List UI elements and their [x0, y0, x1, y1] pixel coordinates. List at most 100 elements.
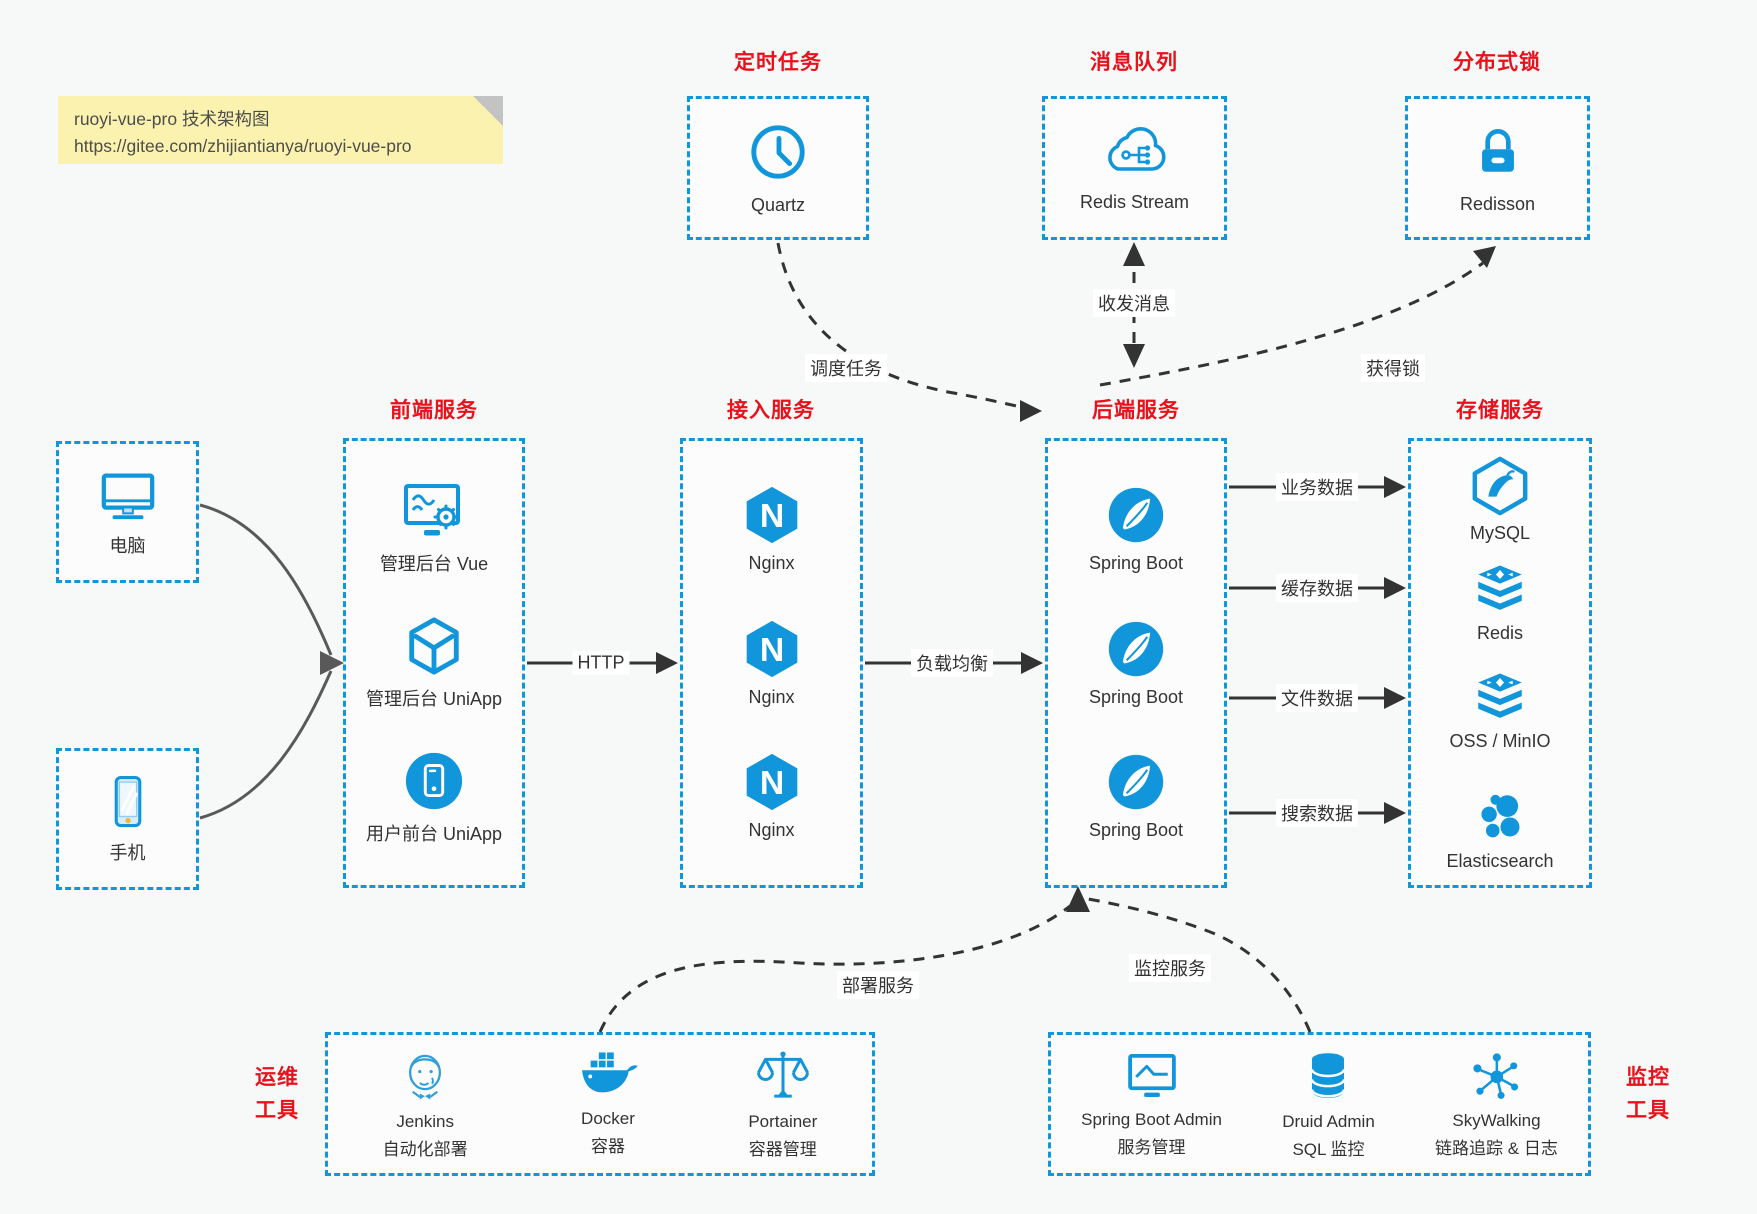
ops-item-docker: Docker 容器 [577, 1051, 639, 1157]
item-label: 管理后台 UniApp [365, 689, 503, 709]
svg-text:N: N [759, 631, 783, 669]
frontend-box: 管理后台 Vue 管理后台 UniApp 用户前台 UniApp [343, 438, 525, 888]
backend-item-springboot-2: Spring Boot [1089, 619, 1183, 708]
item-label: OSS / MinIO [1449, 731, 1551, 751]
mobile-app-icon [403, 750, 465, 812]
access-item-nginx-2: N Nginx [742, 619, 802, 708]
backend-item-springboot-1: Spring Boot [1089, 485, 1183, 574]
svg-text:N: N [759, 764, 783, 802]
quartz-box: Quartz [687, 96, 869, 240]
backend-box: Spring Boot Spring Boot Spring Boot [1045, 438, 1227, 888]
frontend-arrowhead [320, 651, 344, 675]
layers-icon [1471, 669, 1529, 725]
edge-label-schedule: 调度任务 [805, 354, 887, 382]
edge-label-messages: 收发消息 [1093, 289, 1175, 317]
load-balance-arrowhead [1021, 652, 1043, 674]
tool-name: Docker [581, 1108, 635, 1128]
http-arrowhead [656, 652, 678, 674]
ops-tools-box: Jenkins 自动化部署 Docker 容器 [325, 1032, 875, 1176]
tool-name: SkyWalking [1452, 1110, 1541, 1130]
edge-label-monitor: 监控服务 [1129, 954, 1211, 982]
deploy-curve [598, 904, 1071, 1033]
storage-item-mysql: MySQL [1411, 455, 1589, 544]
phone-icon [99, 773, 157, 831]
tool-desc: SQL 监控 [1292, 1139, 1365, 1159]
ops-item-jenkins: Jenkins 自动化部署 [383, 1048, 468, 1160]
frontend-item-admin-vue: 管理后台 Vue [380, 480, 488, 576]
message-arrowhead-up [1123, 242, 1145, 266]
edge-label-search-data: 搜索数据 [1276, 799, 1358, 827]
tool-desc: 链路追踪 & 日志 [1435, 1138, 1558, 1158]
tool-name: Spring Boot Admin [1081, 1109, 1222, 1129]
spring-boot-icon [1106, 752, 1166, 812]
layers-icon [1471, 561, 1529, 617]
docker-icon [577, 1051, 639, 1101]
elasticsearch-icon [1471, 789, 1529, 845]
item-label: Quartz [750, 194, 806, 215]
edge-label-load-balance: 负载均衡 [911, 649, 993, 677]
cube-icon [403, 615, 465, 677]
note-title: ruoyi-vue-pro 技术架构图 [74, 109, 270, 129]
data-flow-arrows [1229, 485, 1391, 815]
tool-desc: 服务管理 [1117, 1137, 1186, 1157]
item-label: Redisson [1459, 193, 1536, 214]
title-distributed-lock: 分布式锁 [1453, 51, 1541, 74]
scales-icon [755, 1048, 811, 1104]
tool-desc: 容器 [590, 1136, 625, 1156]
item-label: MySQL [1469, 523, 1530, 543]
title-storage-services: 存储服务 [1456, 399, 1544, 422]
svg-text:N: N [759, 497, 783, 535]
monitor-tools-box: Spring Boot Admin 服务管理 Druid Admin SQL 监… [1048, 1032, 1591, 1176]
access-item-nginx-1: N Nginx [742, 485, 802, 574]
storage-item-oss-minio: OSS / MinIO [1411, 669, 1589, 752]
lock-arrowhead [1473, 246, 1496, 268]
title-ops-tools: 运维 工具 [232, 1062, 322, 1127]
schedule-curve [776, 242, 1027, 410]
backend-item-springboot-3: Spring Boot [1089, 752, 1183, 841]
title-ops-line1: 运维 [255, 1066, 299, 1089]
frontend-item-user-uniapp: 用户前台 UniApp [366, 750, 502, 846]
title-access-services: 接入服务 [727, 399, 815, 422]
edge-label-business-data: 业务数据 [1276, 473, 1358, 501]
note-fold-corner [473, 96, 503, 126]
access-item-nginx-3: N Nginx [742, 752, 802, 841]
item-label: 用户前台 UniApp [365, 824, 503, 844]
title-ops-line2: 工具 [255, 1098, 299, 1122]
desktop-icon [97, 466, 159, 524]
spring-boot-icon [1106, 485, 1166, 545]
title-monitor-line1: 监控 [1626, 1066, 1670, 1089]
mysql-icon [1469, 455, 1531, 517]
ops-item-portainer: Portainer 容器管理 [748, 1048, 817, 1160]
lock-curve [1099, 261, 1484, 387]
item-label: Nginx [748, 553, 795, 574]
nginx-icon: N [742, 619, 802, 679]
tool-desc: 自动化部署 [382, 1139, 468, 1159]
clock-icon [747, 121, 809, 183]
item-label: Spring Boot [1088, 686, 1184, 707]
pc-box: 电脑 [56, 441, 199, 583]
data-flow-arrowheads [1384, 476, 1406, 824]
frontend-item-admin-uniapp: 管理后台 UniApp [366, 615, 502, 711]
item-label: 手机 [109, 843, 146, 863]
redis-stream-box: Redis Stream [1042, 96, 1227, 240]
sticky-note: ruoyi-vue-pro 技术架构图 https://gitee.com/zh… [58, 96, 503, 164]
monitor-item-druid: Druid Admin SQL 监控 [1282, 1048, 1375, 1160]
edge-label-lock: 获得锁 [1361, 354, 1425, 382]
monitor-chart-icon [1124, 1050, 1180, 1102]
edge-label-cache-data: 缓存数据 [1276, 574, 1358, 602]
title-backend-services: 后端服务 [1092, 399, 1180, 422]
edge-label-deploy: 部署服务 [837, 971, 919, 999]
cloud-stream-icon [1099, 124, 1171, 180]
storage-item-redis: Redis [1411, 561, 1589, 644]
nginx-icon: N [742, 485, 802, 545]
item-label: Nginx [748, 686, 795, 707]
item-label: Spring Boot [1088, 819, 1184, 840]
device-to-frontend-curves [199, 503, 333, 820]
spring-boot-icon [1106, 619, 1166, 679]
nginx-icon: N [742, 752, 802, 812]
item-label: 管理后台 Vue [379, 554, 489, 574]
tool-name: Jenkins [396, 1111, 454, 1131]
item-label: Redis Stream [1079, 191, 1190, 212]
title-frontend-services: 前端服务 [390, 399, 478, 422]
edge-label-http: HTTP [572, 651, 630, 675]
